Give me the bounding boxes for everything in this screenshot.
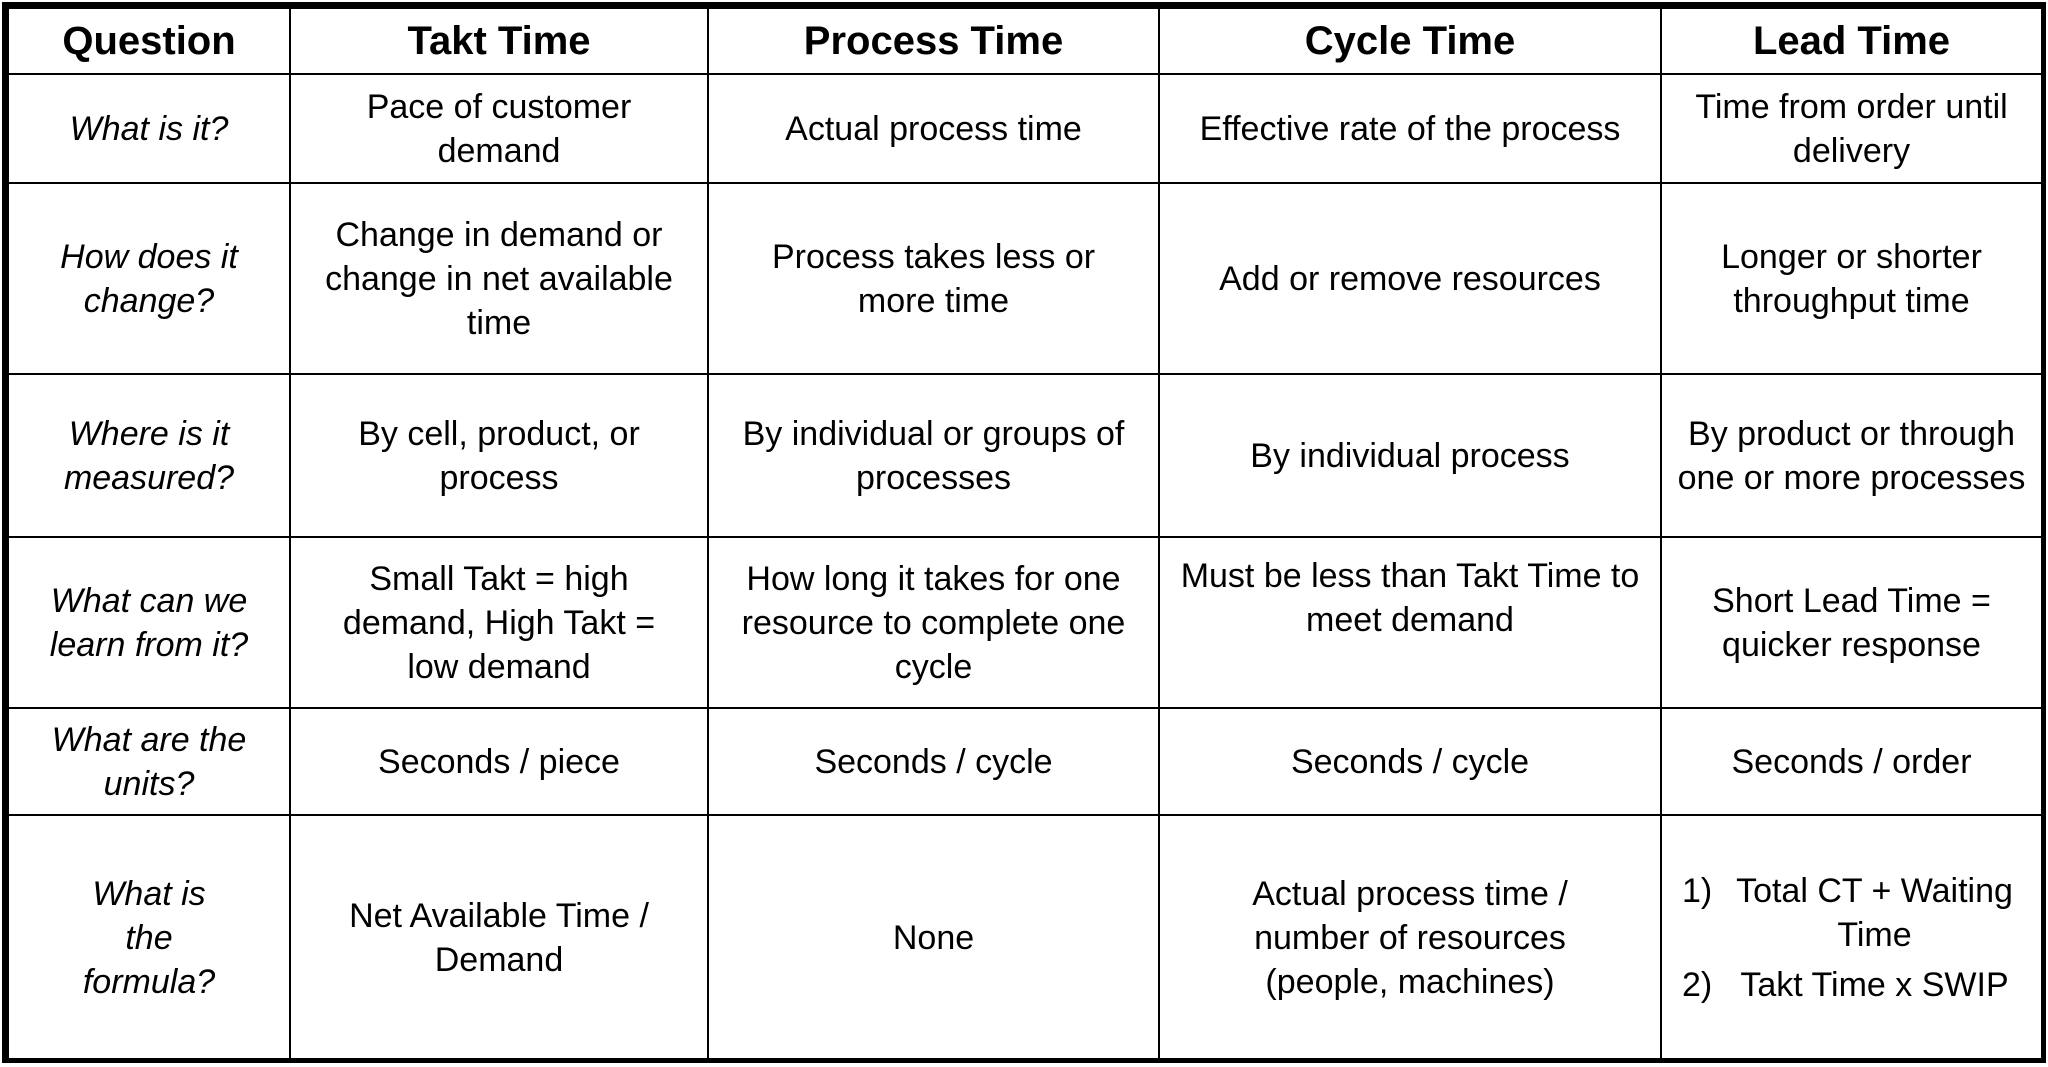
table-row: What is it? Pace of customer demand Actu… — [7, 73, 2043, 184]
cycle-time-cell: By individual process — [1158, 373, 1662, 538]
lean-time-metrics-table: Question Takt Time Process Time Cycle Ti… — [7, 7, 2043, 1061]
takt-time-cell: Small Takt = high demand, High Takt = lo… — [289, 536, 709, 709]
row-question-cell: Where is it measured? — [7, 373, 291, 538]
header-lead-time: Lead Time — [1660, 7, 2043, 75]
row-question-cell: What is the formula? — [7, 814, 291, 1061]
cycle-time-cell: Add or remove resources — [1158, 182, 1662, 375]
table-row: What are the units? Seconds / piece Seco… — [7, 707, 2043, 816]
table-header-row: Question Takt Time Process Time Cycle Ti… — [7, 7, 2043, 75]
lead-time-cell: Short Lead Time = quicker response — [1660, 536, 2043, 709]
lead-time-cell: Time from order until delivery — [1660, 73, 2043, 184]
takt-time-cell: Pace of customer demand — [289, 73, 709, 184]
table-row: What is the formula? Net Available Time … — [7, 814, 2043, 1061]
formula-item: Total CT + Waiting Time — [1682, 869, 2013, 954]
lead-time-cell: Seconds / order — [1660, 707, 2043, 816]
process-time-cell: Actual process time — [707, 73, 1160, 184]
process-time-cell: None — [707, 814, 1160, 1061]
row-question-cell: What can we learn from it? — [7, 536, 291, 709]
cycle-time-cell: Actual process time / number of resource… — [1158, 814, 1662, 1061]
header-takt-time: Takt Time — [289, 7, 709, 75]
takt-time-cell: Seconds / piece — [289, 707, 709, 816]
process-time-cell: By individual or groups of processes — [707, 373, 1160, 538]
takt-time-cell: By cell, product, or process — [289, 373, 709, 538]
table-row: What can we learn from it? Small Takt = … — [7, 536, 2043, 709]
table-row: Where is it measured? By cell, product, … — [7, 373, 2043, 538]
header-process-time: Process Time — [707, 7, 1160, 75]
lead-time-formula-list: Total CT + Waiting Time Takt Time x SWIP — [1682, 869, 2025, 1007]
cycle-time-cell: Seconds / cycle — [1158, 707, 1662, 816]
process-time-cell: Seconds / cycle — [707, 707, 1160, 816]
formula-item: Takt Time x SWIP — [1682, 963, 2009, 1007]
row-question-cell: What is it? — [7, 73, 291, 184]
lead-time-cell: Total CT + Waiting Time Takt Time x SWIP — [1660, 814, 2043, 1061]
row-question-cell: What are the units? — [7, 707, 291, 816]
takt-time-cell: Change in demand or change in net availa… — [289, 182, 709, 375]
takt-time-cell: Net Available Time / Demand — [289, 814, 709, 1061]
process-time-cell: How long it takes for one resource to co… — [707, 536, 1160, 709]
header-cycle-time: Cycle Time — [1158, 7, 1662, 75]
process-time-cell: Process takes less or more time — [707, 182, 1160, 375]
cycle-time-cell: Must be less than Takt Time to meet dema… — [1158, 536, 1662, 709]
table-row: How does it change? Change in demand or … — [7, 182, 2043, 375]
lead-time-cell: Longer or shorter throughput time — [1660, 182, 2043, 375]
header-question: Question — [7, 7, 291, 75]
lead-time-cell: By product or through one or more proces… — [1660, 373, 2043, 538]
cycle-time-cell: Effective rate of the process — [1158, 73, 1662, 184]
row-question-cell: How does it change? — [7, 182, 291, 375]
